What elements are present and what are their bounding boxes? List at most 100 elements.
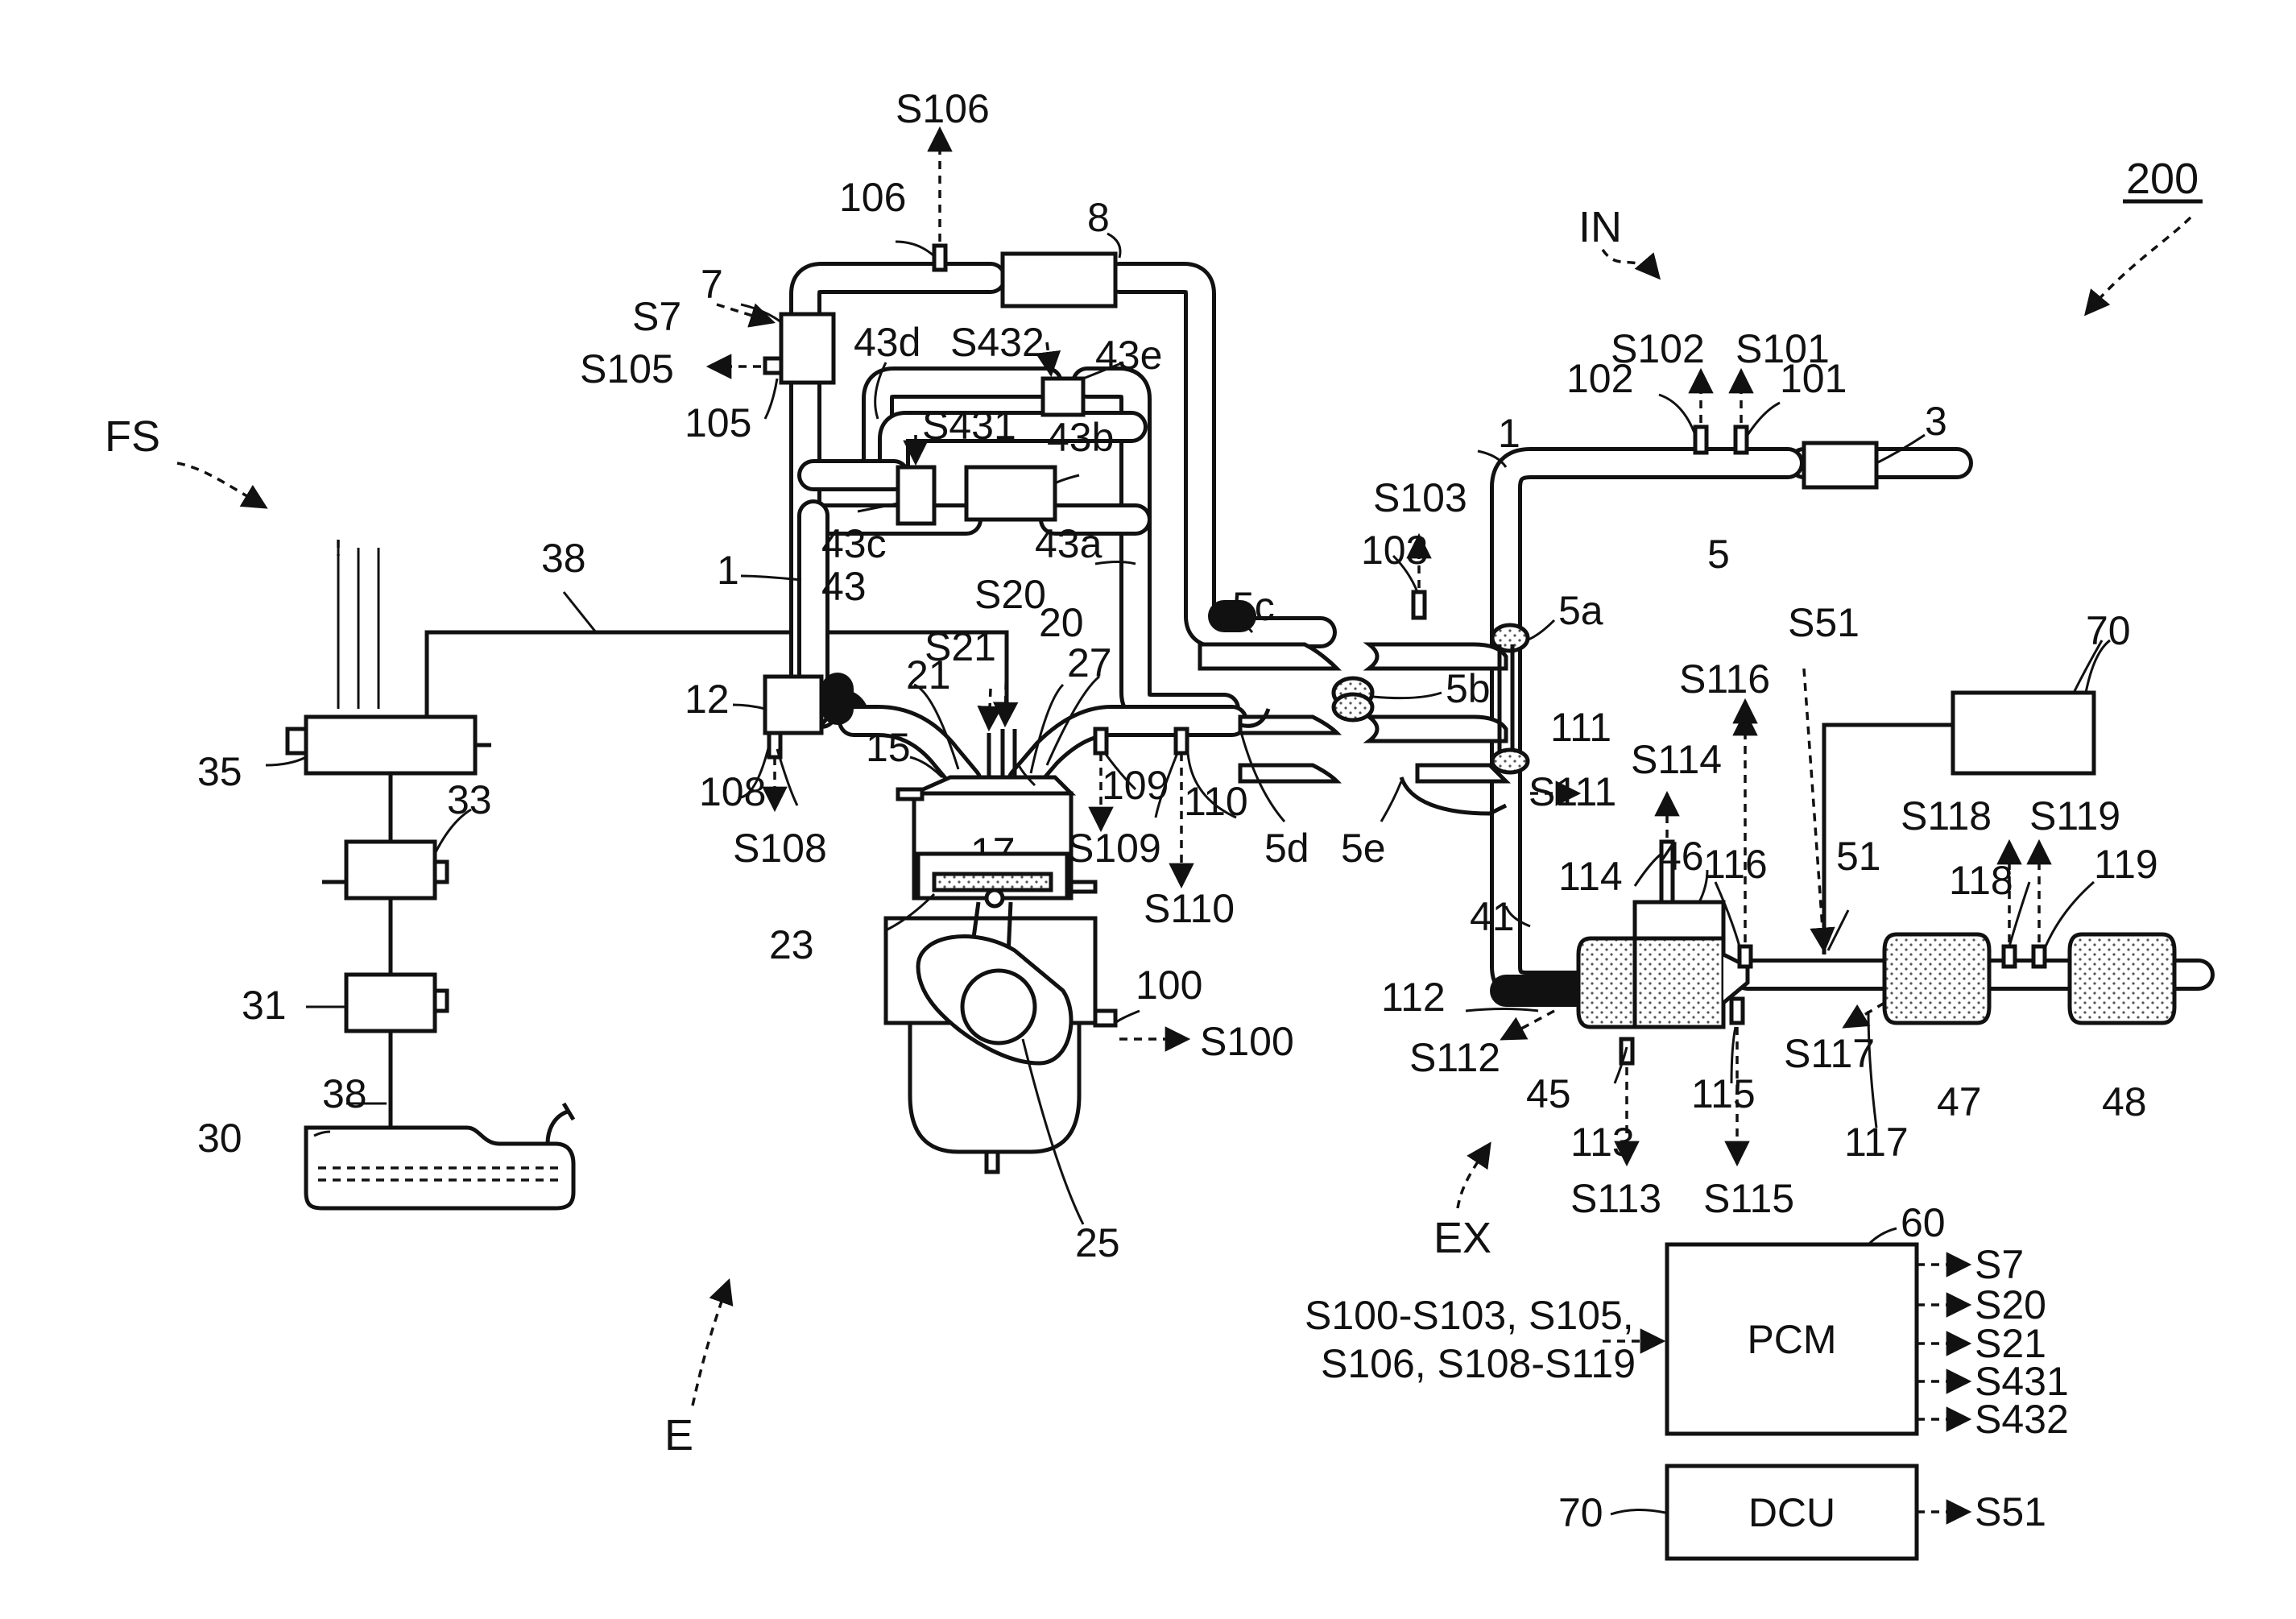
svg-text:33: 33 bbox=[447, 777, 492, 822]
svg-text:43d: 43d bbox=[854, 320, 920, 365]
svg-text:S100: S100 bbox=[1200, 1019, 1294, 1064]
svg-text:115: 115 bbox=[1691, 1071, 1756, 1116]
svg-text:100: 100 bbox=[1136, 963, 1202, 1008]
svg-text:43e: 43e bbox=[1095, 333, 1162, 378]
svg-text:31: 31 bbox=[242, 983, 287, 1028]
svg-text:S116: S116 bbox=[1679, 656, 1770, 702]
svg-text:S103: S103 bbox=[1373, 475, 1467, 520]
fuel-system-group-label: FS bbox=[105, 412, 266, 507]
pcm-output: S7 bbox=[1975, 1242, 2024, 1287]
svg-text:5e: 5e bbox=[1341, 826, 1386, 871]
svg-text:S106: S106 bbox=[896, 86, 990, 131]
svg-text:35: 35 bbox=[197, 749, 242, 794]
svg-text:45: 45 bbox=[1526, 1071, 1571, 1116]
svg-text:119: 119 bbox=[2094, 842, 2158, 887]
dcu-box-70 bbox=[1953, 693, 2094, 773]
svg-text:30: 30 bbox=[197, 1116, 242, 1161]
svg-text:12: 12 bbox=[685, 677, 730, 722]
svg-text:116: 116 bbox=[1703, 842, 1768, 887]
svg-text:E: E bbox=[664, 1411, 693, 1460]
svg-text:1: 1 bbox=[1498, 411, 1520, 456]
throttle-valve-7 bbox=[781, 314, 834, 383]
svg-text:5: 5 bbox=[1707, 532, 1730, 577]
svg-text:S111: S111 bbox=[1529, 769, 1616, 814]
svg-text:S113: S113 bbox=[1570, 1176, 1661, 1221]
svg-text:S7: S7 bbox=[632, 294, 681, 339]
svg-text:5c: 5c bbox=[1232, 584, 1275, 629]
svg-text:41: 41 bbox=[1470, 894, 1515, 939]
svg-text:25: 25 bbox=[1075, 1220, 1120, 1265]
svg-text:117: 117 bbox=[1844, 1120, 1909, 1165]
svg-text:7: 7 bbox=[701, 262, 723, 307]
intake-group-label: IN bbox=[1578, 203, 1659, 278]
svg-text:110: 110 bbox=[1184, 779, 1248, 824]
svg-text:S431: S431 bbox=[922, 403, 1016, 448]
catalyst-45 bbox=[1578, 938, 1635, 1027]
svg-text:103: 103 bbox=[1361, 528, 1428, 573]
egr-valve-43c bbox=[898, 467, 934, 524]
svg-text:38: 38 bbox=[322, 1071, 367, 1116]
svg-text:3: 3 bbox=[1925, 399, 1947, 444]
engine-group-label: E bbox=[664, 1281, 729, 1460]
svg-text:S119: S119 bbox=[2029, 793, 2120, 838]
intercooler-8 bbox=[1003, 254, 1115, 306]
air-cleaner-3 bbox=[1804, 443, 1876, 487]
svg-text:1: 1 bbox=[717, 548, 739, 593]
svg-text:S110: S110 bbox=[1144, 886, 1235, 931]
engine: 17 bbox=[886, 729, 1115, 1172]
svg-text:105: 105 bbox=[685, 400, 751, 445]
svg-text:108: 108 bbox=[699, 769, 766, 814]
svg-text:48: 48 bbox=[2102, 1079, 2147, 1124]
svg-text:S432: S432 bbox=[950, 320, 1045, 365]
svg-text:S51: S51 bbox=[1788, 600, 1860, 645]
svg-text:S21: S21 bbox=[925, 624, 996, 669]
svg-text:S114: S114 bbox=[1631, 737, 1722, 782]
pcm-inputs-line2: S106, S108-S119 bbox=[1321, 1341, 1636, 1386]
svg-text:23: 23 bbox=[769, 922, 814, 967]
egr-cooler-43b bbox=[966, 467, 1055, 520]
turbocharger bbox=[1200, 625, 1528, 814]
svg-text:118: 118 bbox=[1949, 858, 2013, 903]
svg-text:27: 27 bbox=[1067, 640, 1112, 685]
pcm-inputs-line1: S100-S103, S105, bbox=[1305, 1293, 1634, 1338]
svg-text:S105: S105 bbox=[580, 346, 674, 391]
svg-text:5a: 5a bbox=[1558, 588, 1603, 633]
fuel-component-35 bbox=[306, 717, 475, 773]
svg-text:46: 46 bbox=[1659, 834, 1704, 879]
svg-text:51: 51 bbox=[1836, 834, 1881, 879]
svg-text:43: 43 bbox=[821, 564, 867, 609]
catalyst-47 bbox=[1884, 934, 1989, 1023]
svg-text:FS: FS bbox=[105, 412, 160, 461]
exhaust-group-label: EX bbox=[1433, 1144, 1491, 1262]
fuel-component-33 bbox=[346, 842, 435, 898]
svg-text:S112: S112 bbox=[1409, 1035, 1500, 1080]
pcm-block: PCM 60 S100-S103, S105, S106, S108-S119 … bbox=[1305, 1200, 2069, 1442]
svg-text:113: 113 bbox=[1570, 1120, 1635, 1165]
svg-text:5b: 5b bbox=[1446, 666, 1491, 711]
svg-text:106: 106 bbox=[839, 175, 906, 220]
svg-text:S108: S108 bbox=[733, 826, 827, 871]
pcm-label: 60 bbox=[1901, 1200, 1946, 1245]
svg-text:43c: 43c bbox=[821, 521, 887, 566]
svg-text:5d: 5d bbox=[1264, 826, 1309, 871]
svg-text:43b: 43b bbox=[1047, 415, 1114, 460]
fuel-component-31 bbox=[346, 975, 435, 1031]
svg-text:S118: S118 bbox=[1901, 793, 1992, 838]
catalyst-46 bbox=[1635, 938, 1723, 1027]
dcu-label: 70 bbox=[1558, 1490, 1603, 1535]
svg-text:109: 109 bbox=[1102, 763, 1169, 808]
svg-text:EX: EX bbox=[1433, 1214, 1491, 1262]
dcu-output: S51 bbox=[1975, 1489, 2046, 1534]
svg-text:112: 112 bbox=[1381, 975, 1446, 1020]
svg-text:114: 114 bbox=[1558, 854, 1623, 899]
egr-valve-43e bbox=[1043, 379, 1083, 415]
catalyst-48 bbox=[2070, 934, 2174, 1023]
pcm-output: S432 bbox=[1975, 1397, 2069, 1442]
dcu-name: DCU bbox=[1748, 1490, 1835, 1535]
svg-text:47: 47 bbox=[1937, 1079, 1982, 1124]
svg-text:70: 70 bbox=[2086, 608, 2131, 653]
svg-text:S109: S109 bbox=[1067, 826, 1161, 871]
crankshaft-25 bbox=[962, 971, 1035, 1043]
svg-text:S101: S101 bbox=[1735, 326, 1830, 371]
